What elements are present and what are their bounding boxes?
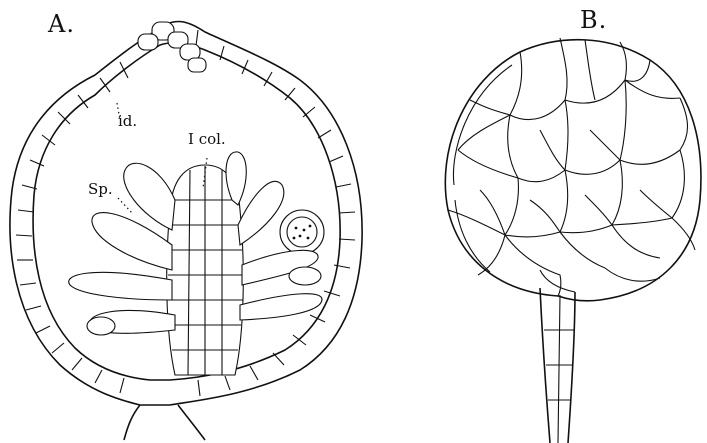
label-sporangia: Sp.: [88, 180, 113, 198]
label-id: id.: [118, 112, 137, 130]
panel-a-label: A.: [48, 10, 75, 38]
panel-b-label: B.: [580, 6, 607, 34]
capsule-globe: [445, 40, 701, 301]
capsule-cells: [448, 38, 695, 296]
label-columella: I col.: [188, 130, 226, 148]
